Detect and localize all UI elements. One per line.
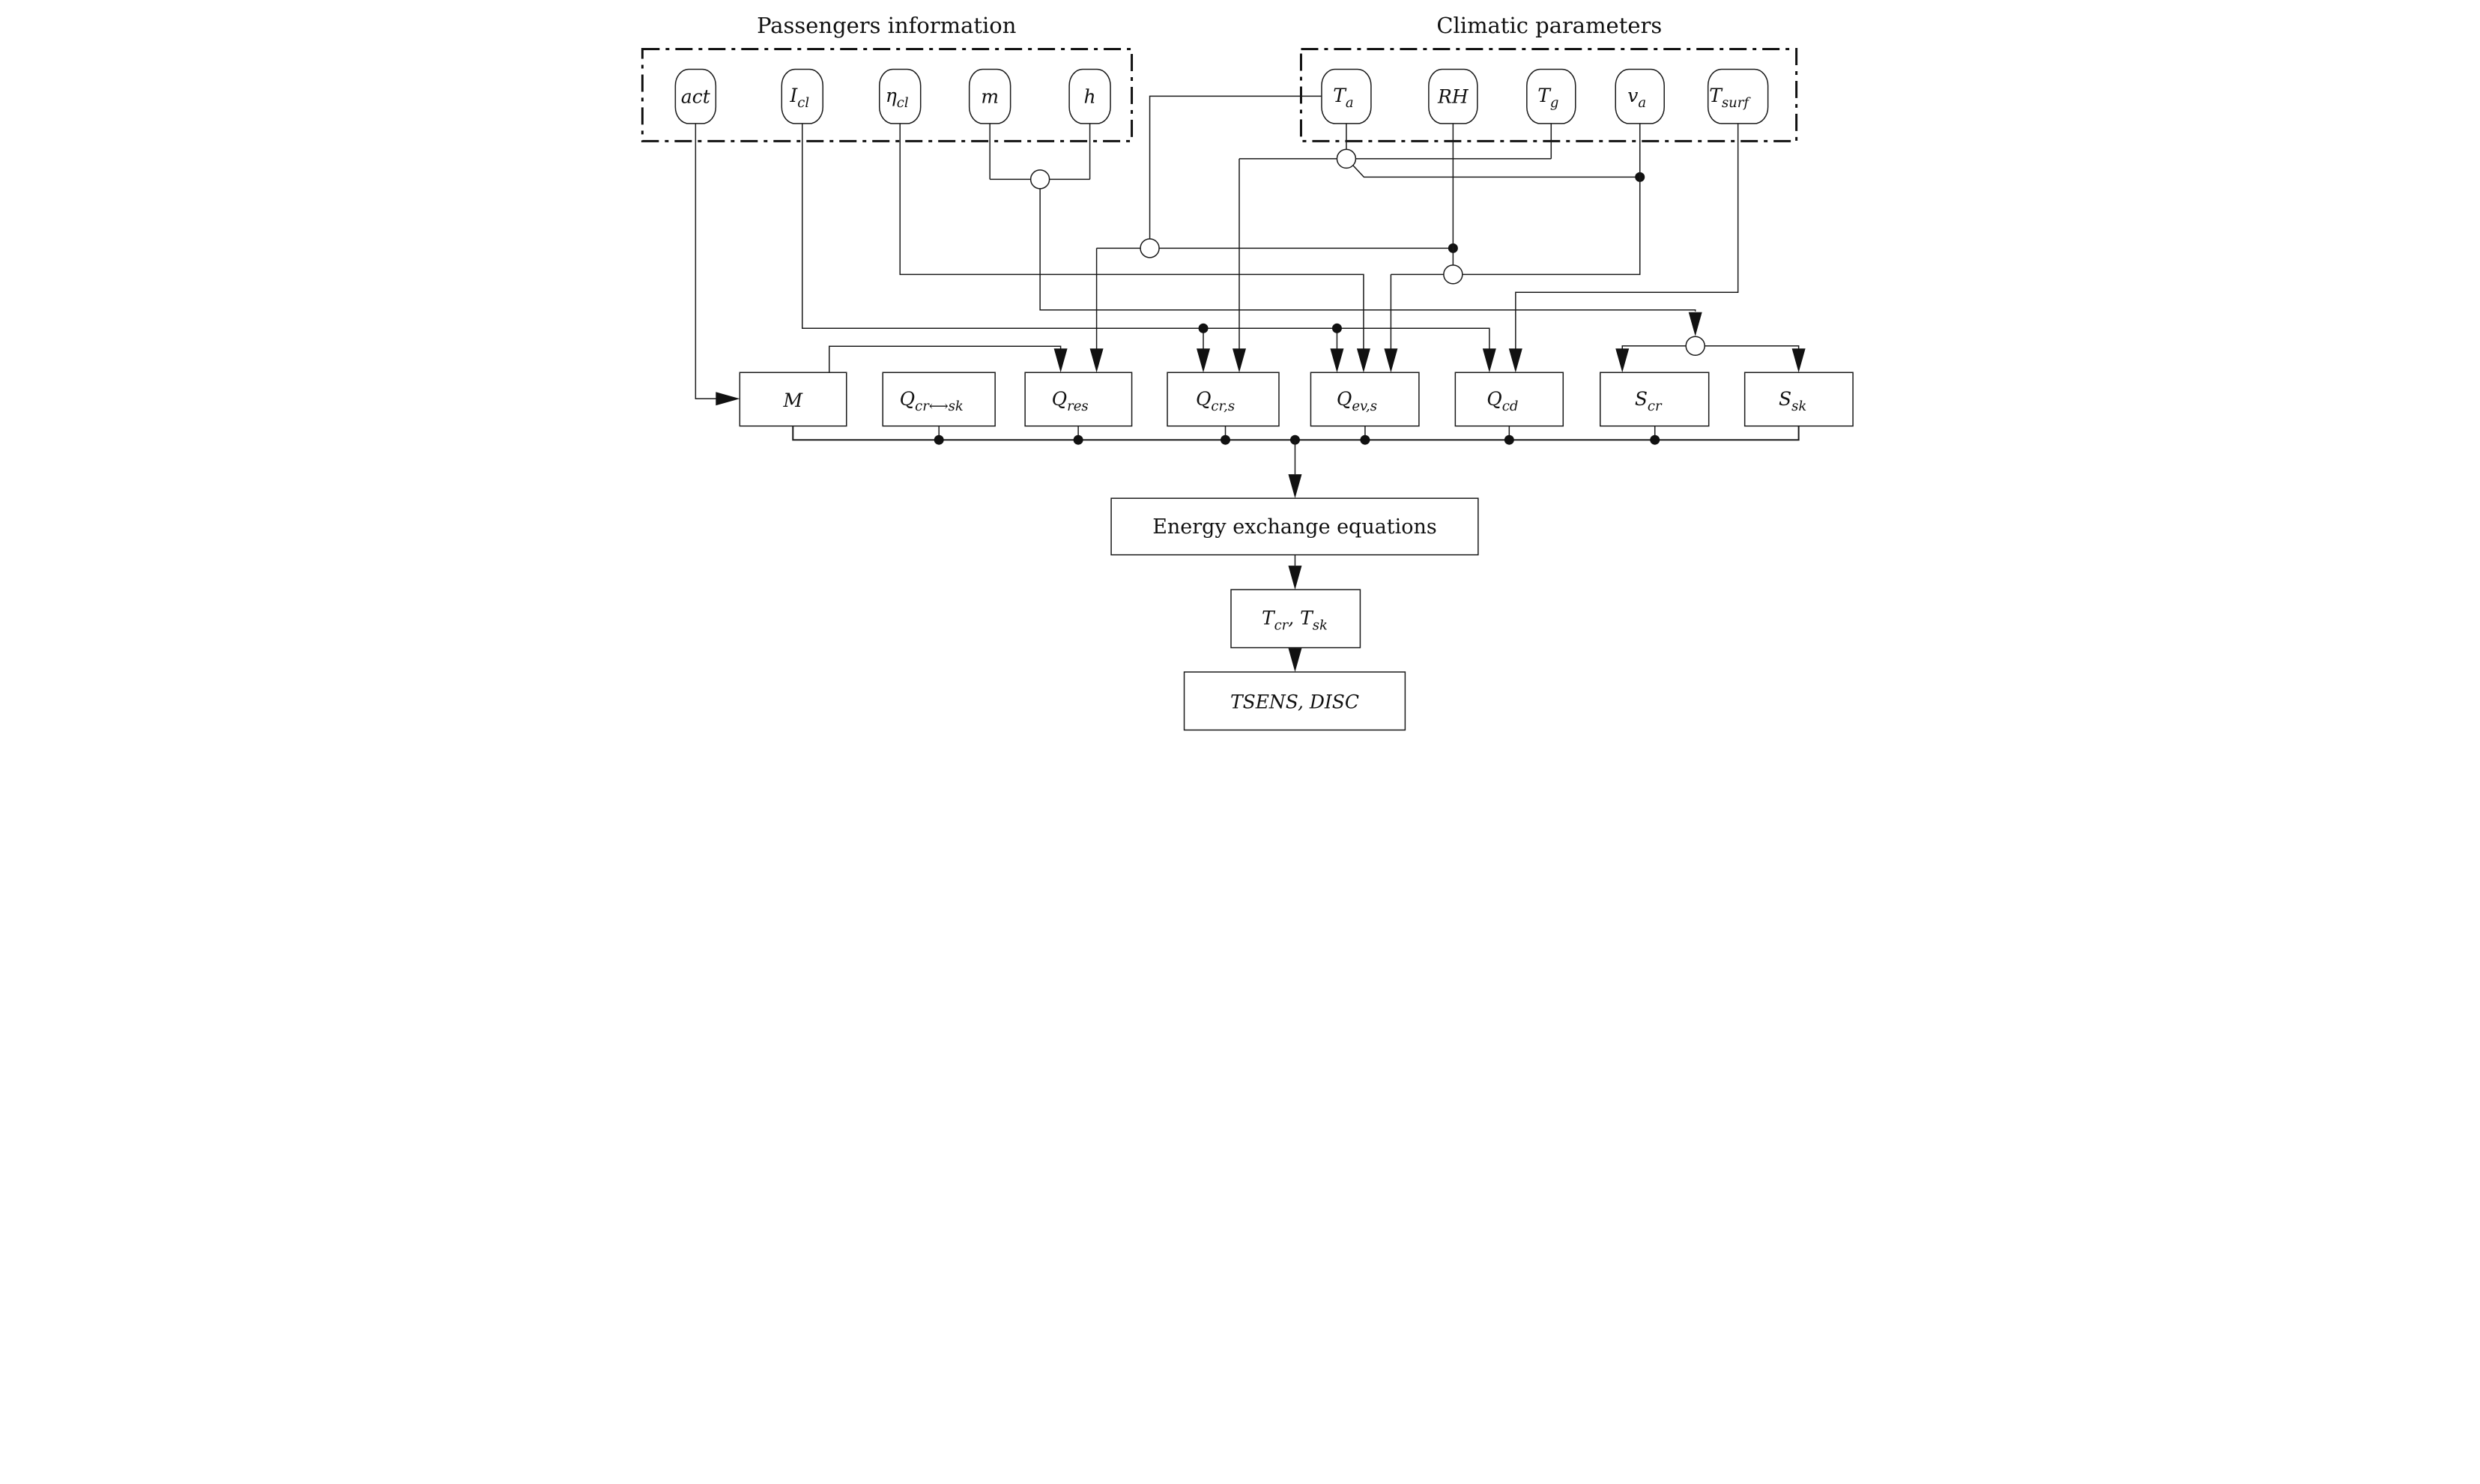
arrow-down-icon	[1287, 566, 1301, 590]
wire-block-drops	[937, 425, 1655, 440]
block-Scr: Scr	[1599, 372, 1709, 427]
node-Tsurf: Tsurf	[1707, 68, 1768, 124]
junction-circle-RH-va	[1442, 264, 1463, 285]
wire-Icl-bus	[801, 123, 1490, 351]
merge-circle-m-h	[1029, 169, 1050, 190]
arrow-down-icon	[1508, 348, 1522, 373]
arrow-down-icon	[1287, 648, 1301, 673]
wire-M-to-Qres	[828, 345, 1061, 373]
wire-etacl-to-Qevs	[898, 123, 1364, 351]
block-Tcr-Tsk: Tcr, Tsk	[1230, 589, 1361, 649]
svg-text:m: m	[981, 85, 999, 107]
wire-Ta-diagonal-east	[1352, 165, 1640, 178]
block-Qcrs: Qcr,s	[1166, 372, 1280, 427]
node-RH: RH	[1427, 68, 1478, 124]
wire-split-to-Scr	[1621, 345, 1687, 351]
svg-text:Tcr, Tsk: Tcr, Tsk	[1261, 608, 1327, 634]
node-Tg: Tg	[1525, 68, 1576, 124]
node-h: h	[1068, 68, 1111, 124]
node-Icl: Icl	[781, 68, 823, 124]
arrow-down-icon	[1615, 348, 1629, 373]
arrow-down-icon	[1196, 348, 1210, 373]
node-etacl: ηcl	[878, 68, 921, 124]
climatic-group-frame	[1299, 47, 1797, 142]
svg-text:Qres: Qres	[1051, 388, 1088, 414]
arrow-down-icon	[1791, 348, 1806, 373]
wire-va-drop	[1461, 123, 1640, 276]
wire-Tsurf-to-Qcd	[1514, 123, 1738, 351]
svg-text:ηcl: ηcl	[885, 85, 908, 111]
block-Qres: Qres	[1023, 372, 1132, 427]
svg-text:Icl: Icl	[789, 85, 809, 111]
wire-Ta-left-tap	[1149, 95, 1322, 240]
arrow-down-icon	[1232, 348, 1246, 373]
block-Qevs: Qev,s	[1310, 372, 1420, 427]
svg-text:Qev,s: Qev,s	[1336, 388, 1376, 414]
passengers-group-title: Passengers information	[757, 13, 1016, 38]
arrow-down-icon	[1383, 348, 1397, 373]
bus-dot	[1504, 434, 1514, 445]
wire-act-to-M	[695, 123, 737, 399]
node-m: m	[968, 68, 1011, 124]
bus-dot	[934, 434, 944, 445]
thermal-comfort-model-diagram: Passengers information Climatic paramete…	[620, 0, 1860, 742]
junction-circle-Ta	[1139, 238, 1160, 258]
svg-text:Qcd: Qcd	[1487, 388, 1518, 414]
wire-mh-to-split	[1038, 188, 1696, 312]
block-M: M	[739, 372, 847, 427]
svg-text:act: act	[680, 85, 710, 107]
wire-Ta-Tg-run	[1239, 123, 1552, 160]
arrow-right-icon	[715, 392, 740, 406]
node-va: va	[1614, 68, 1665, 124]
node-Ta: Ta	[1320, 68, 1372, 124]
wire-split-to-Ssk	[1704, 345, 1799, 351]
block-energy-equations: Energy exchange equations	[1110, 497, 1479, 556]
bus-dot	[1073, 434, 1083, 445]
arrow-down-icon	[1356, 348, 1370, 373]
arrow-down-icon	[1688, 312, 1702, 336]
svg-text:M: M	[782, 390, 803, 411]
arrow-down-icon	[1329, 348, 1343, 373]
svg-text:Ta: Ta	[1333, 85, 1353, 111]
junction-dot	[1198, 323, 1209, 333]
arrow-down-icon	[1089, 348, 1104, 373]
bus-dot	[1649, 434, 1660, 445]
svg-text:va: va	[1627, 85, 1646, 111]
split-circle-S	[1684, 336, 1705, 357]
bus-dot	[1220, 434, 1230, 445]
junction-circle-Ta-Tg	[1336, 148, 1356, 169]
block-Ssk: Ssk	[1743, 372, 1854, 427]
svg-text:Tsurf: Tsurf	[1709, 85, 1751, 111]
block-Qcrsk: Qcr⟷sk	[881, 372, 996, 427]
block-tsens-disc: TSENS, DISC	[1183, 671, 1406, 731]
climatic-group-title: Climatic parameters	[1436, 13, 1662, 38]
svg-text:Qcr,s: Qcr,s	[1195, 388, 1234, 414]
svg-text:Scr: Scr	[1634, 388, 1662, 414]
svg-text:Tg: Tg	[1537, 85, 1558, 111]
svg-text:h: h	[1083, 85, 1095, 107]
svg-text:Energy exchange equations: Energy exchange equations	[1152, 515, 1436, 539]
arrow-down-icon	[1053, 348, 1068, 373]
svg-text:Qcr⟷sk: Qcr⟷sk	[899, 388, 963, 414]
arrow-down-icon	[1287, 474, 1301, 499]
node-act: act	[674, 68, 716, 124]
bus-dot	[1359, 434, 1370, 445]
svg-text:TSENS, DISC: TSENS, DISC	[1230, 691, 1358, 713]
passengers-group-frame	[641, 47, 1133, 142]
svg-text:RH: RH	[1437, 85, 1469, 107]
arrow-down-icon	[1482, 348, 1496, 373]
diagram-canvas: Passengers information Climatic paramete…	[620, 0, 1860, 742]
block-Qcd: Qcd	[1454, 372, 1564, 427]
svg-text:Ssk: Ssk	[1779, 388, 1806, 414]
junction-dot	[1331, 323, 1342, 333]
